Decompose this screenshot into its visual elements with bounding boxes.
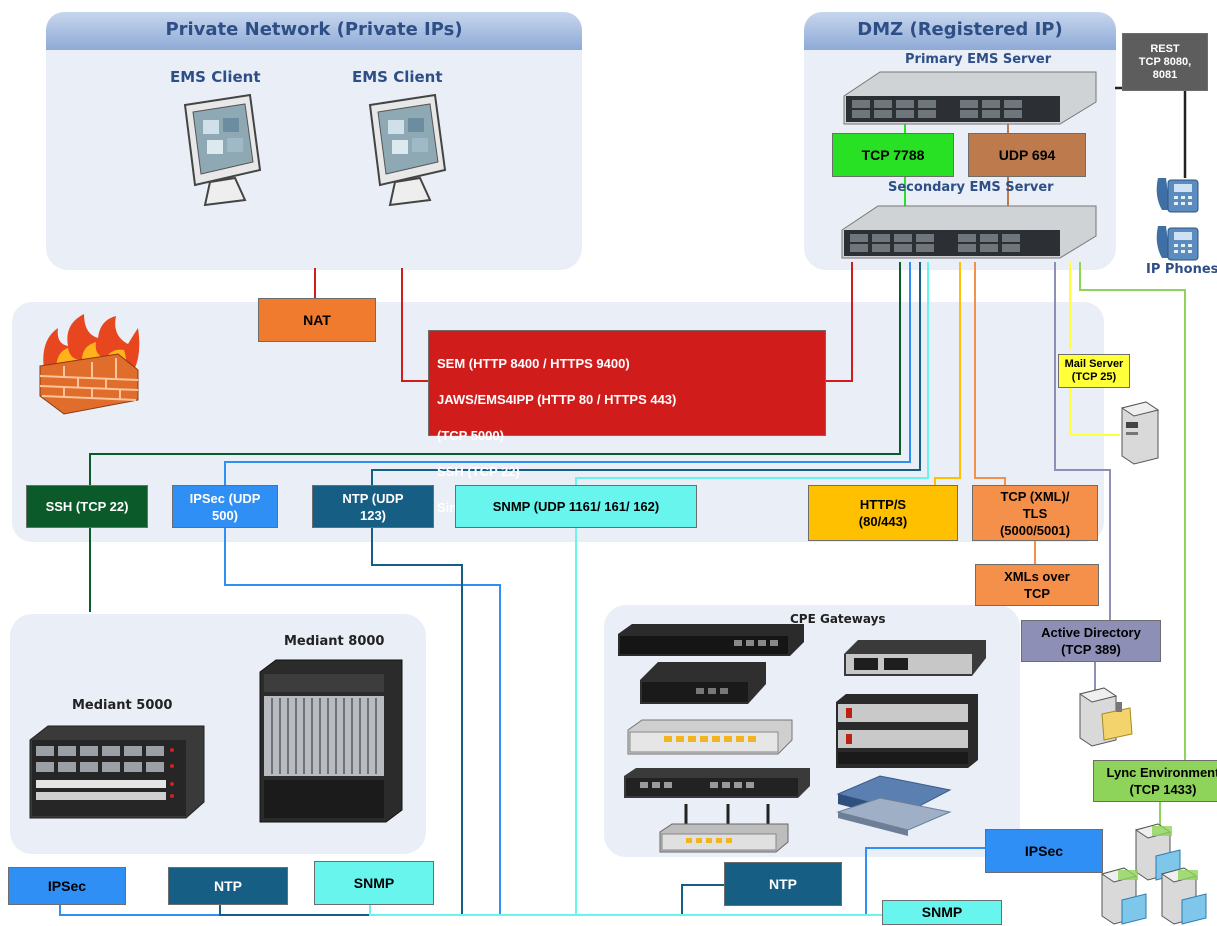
- snmp-box: SNMP: [314, 861, 434, 905]
- sem-box: SEM (HTTP 8400 / HTTPS 9400) JAWS/EMS4IP…: [428, 330, 826, 515]
- ems-client-2-label: EMS Client: [352, 68, 443, 86]
- ntp-box: NTP: [168, 867, 288, 905]
- database-server-icon: [1100, 867, 1147, 925]
- ipsec-box: IPSec: [8, 867, 126, 905]
- primary-ems-label: Primary EMS Server: [905, 52, 1052, 67]
- ems-client-1-label: EMS Client: [170, 68, 261, 86]
- snmp-box: SNMP: [882, 900, 1002, 925]
- https-box: HTTP/S (80/443): [808, 485, 958, 541]
- mediant-8000-label: Mediant 8000: [284, 634, 385, 649]
- active-directory-box: Active Directory (TCP 389): [1021, 620, 1161, 662]
- rest-box: REST TCP 8080, 8081: [1122, 33, 1208, 91]
- ip-phone-icon: [1156, 226, 1199, 261]
- gateway-icon: [836, 694, 978, 768]
- udp-694-box: UDP 694: [968, 133, 1086, 177]
- gateway-icon: [624, 768, 810, 798]
- ntp-udp-box: NTP (UDP 123): [312, 485, 434, 528]
- ip-phone-icon: [1156, 178, 1199, 213]
- dmz-title: DMZ (Registered IP): [804, 12, 1116, 50]
- tcp-xml-box: TCP (XML)/ TLS (5000/5001): [972, 485, 1098, 541]
- private-network-zone: [46, 12, 582, 270]
- monitor-icon: [183, 93, 262, 207]
- secondary-ems-label: Secondary EMS Server: [888, 180, 1054, 195]
- nat-box: NAT: [258, 298, 376, 342]
- chassis-icon: [259, 659, 403, 823]
- sem-line: SSH (TCP 22): [437, 464, 520, 479]
- sem-line: JAWS/EMS4IPP (HTTP 80 / HTTPS 443): [437, 392, 677, 407]
- firewall-icon: [39, 314, 140, 415]
- sem-line: SEM (HTTP 8400 / HTTPS 9400): [437, 356, 630, 371]
- xmls-over-tcp-box: XMLs over TCP: [975, 564, 1099, 606]
- ipsec-box: IPSec: [985, 829, 1103, 873]
- ntp-box: NTP: [724, 862, 842, 906]
- mail-server-box: Mail Server (TCP 25): [1058, 354, 1130, 388]
- gateway-icon: [844, 640, 986, 676]
- chassis-icon: [29, 725, 205, 819]
- sem-line: (TCP 5000): [437, 428, 504, 443]
- monitor-icon: [368, 93, 447, 207]
- gateway-icon: [836, 775, 952, 836]
- database-server-icon: [1160, 867, 1207, 925]
- rack-server-icon: [841, 205, 1097, 259]
- directory-server-icon: [1078, 687, 1133, 747]
- lync-environment-box: Lync Environment (TCP 1433): [1093, 760, 1217, 802]
- ipsec-udp-box: IPSec (UDP 500): [172, 485, 278, 528]
- gateway-icon: [618, 624, 804, 656]
- private-network-title: Private Network (Private IPs): [46, 12, 582, 50]
- rack-server-icon: [843, 71, 1097, 125]
- gateway-icon: [640, 662, 766, 704]
- tcp-7788-box: TCP 7788: [832, 133, 954, 177]
- gateway-icon: [627, 719, 793, 755]
- mediant-5000-label: Mediant 5000: [72, 698, 173, 713]
- mail-server-icon: [1120, 401, 1160, 465]
- ssh-box: SSH (TCP 22): [26, 485, 148, 528]
- cpe-gateways-label: CPE Gateways: [790, 612, 886, 626]
- gateway-icon: [659, 804, 789, 853]
- ip-phones-label: IP Phones: [1146, 262, 1217, 277]
- snmp-udp-box: SNMP (UDP 1161/ 161/ 162): [455, 485, 697, 528]
